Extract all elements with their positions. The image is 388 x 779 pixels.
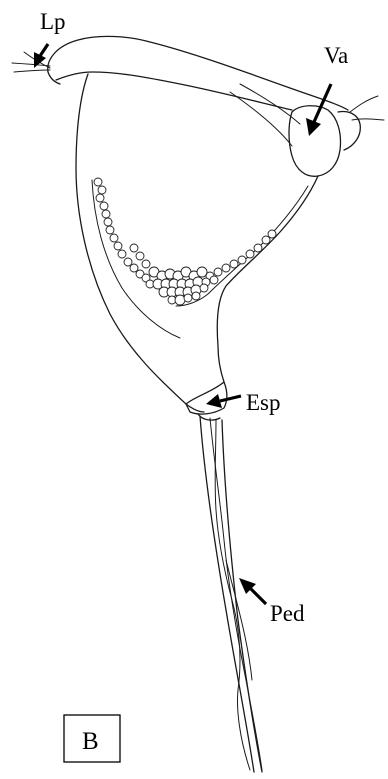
peristome-band bbox=[48, 36, 348, 110]
egg bbox=[238, 256, 246, 264]
egg bbox=[268, 230, 276, 238]
egg bbox=[254, 244, 262, 252]
egg bbox=[210, 276, 218, 284]
egg bbox=[118, 250, 126, 258]
right-cilia bbox=[350, 96, 384, 120]
egg bbox=[110, 234, 118, 242]
egg bbox=[98, 186, 106, 194]
left-cilia bbox=[12, 52, 50, 72]
egg bbox=[222, 264, 230, 272]
peristome-groove-2 bbox=[230, 92, 292, 146]
label-va: Va bbox=[324, 43, 348, 68]
arrow-lp bbox=[34, 44, 48, 68]
egg bbox=[130, 244, 138, 252]
egg bbox=[175, 295, 185, 305]
egg bbox=[197, 267, 207, 277]
egg bbox=[100, 202, 108, 210]
egg bbox=[104, 218, 112, 226]
vacuole bbox=[289, 106, 341, 177]
egg bbox=[114, 242, 122, 250]
egg bbox=[214, 268, 222, 276]
egg bbox=[124, 258, 132, 266]
label-esp: Esp bbox=[246, 390, 281, 415]
egg bbox=[102, 210, 110, 218]
egg bbox=[184, 294, 192, 302]
label-ped: Ped bbox=[270, 601, 305, 626]
egg bbox=[192, 292, 200, 300]
egg bbox=[262, 236, 270, 244]
vacuole-rim bbox=[338, 112, 360, 151]
stalk bbox=[200, 416, 262, 772]
egg bbox=[96, 194, 104, 202]
peristome-inner-edge bbox=[56, 72, 292, 110]
egg bbox=[130, 264, 138, 272]
scopula bbox=[186, 382, 227, 414]
body-outline-left bbox=[76, 74, 204, 412]
egg bbox=[142, 260, 150, 268]
egg bbox=[200, 284, 208, 292]
egg bbox=[136, 252, 144, 260]
arrow-esp bbox=[206, 394, 241, 408]
peristome-left-lip bbox=[48, 72, 60, 84]
label-lp: Lp bbox=[40, 9, 66, 34]
arrow-ped bbox=[239, 578, 266, 604]
scopula-base bbox=[198, 414, 220, 420]
egg bbox=[94, 178, 102, 186]
panel-letter: B bbox=[82, 728, 99, 755]
body-outline-right bbox=[217, 176, 318, 382]
egg bbox=[246, 250, 254, 258]
egg bbox=[230, 260, 238, 268]
egg bbox=[106, 226, 114, 234]
